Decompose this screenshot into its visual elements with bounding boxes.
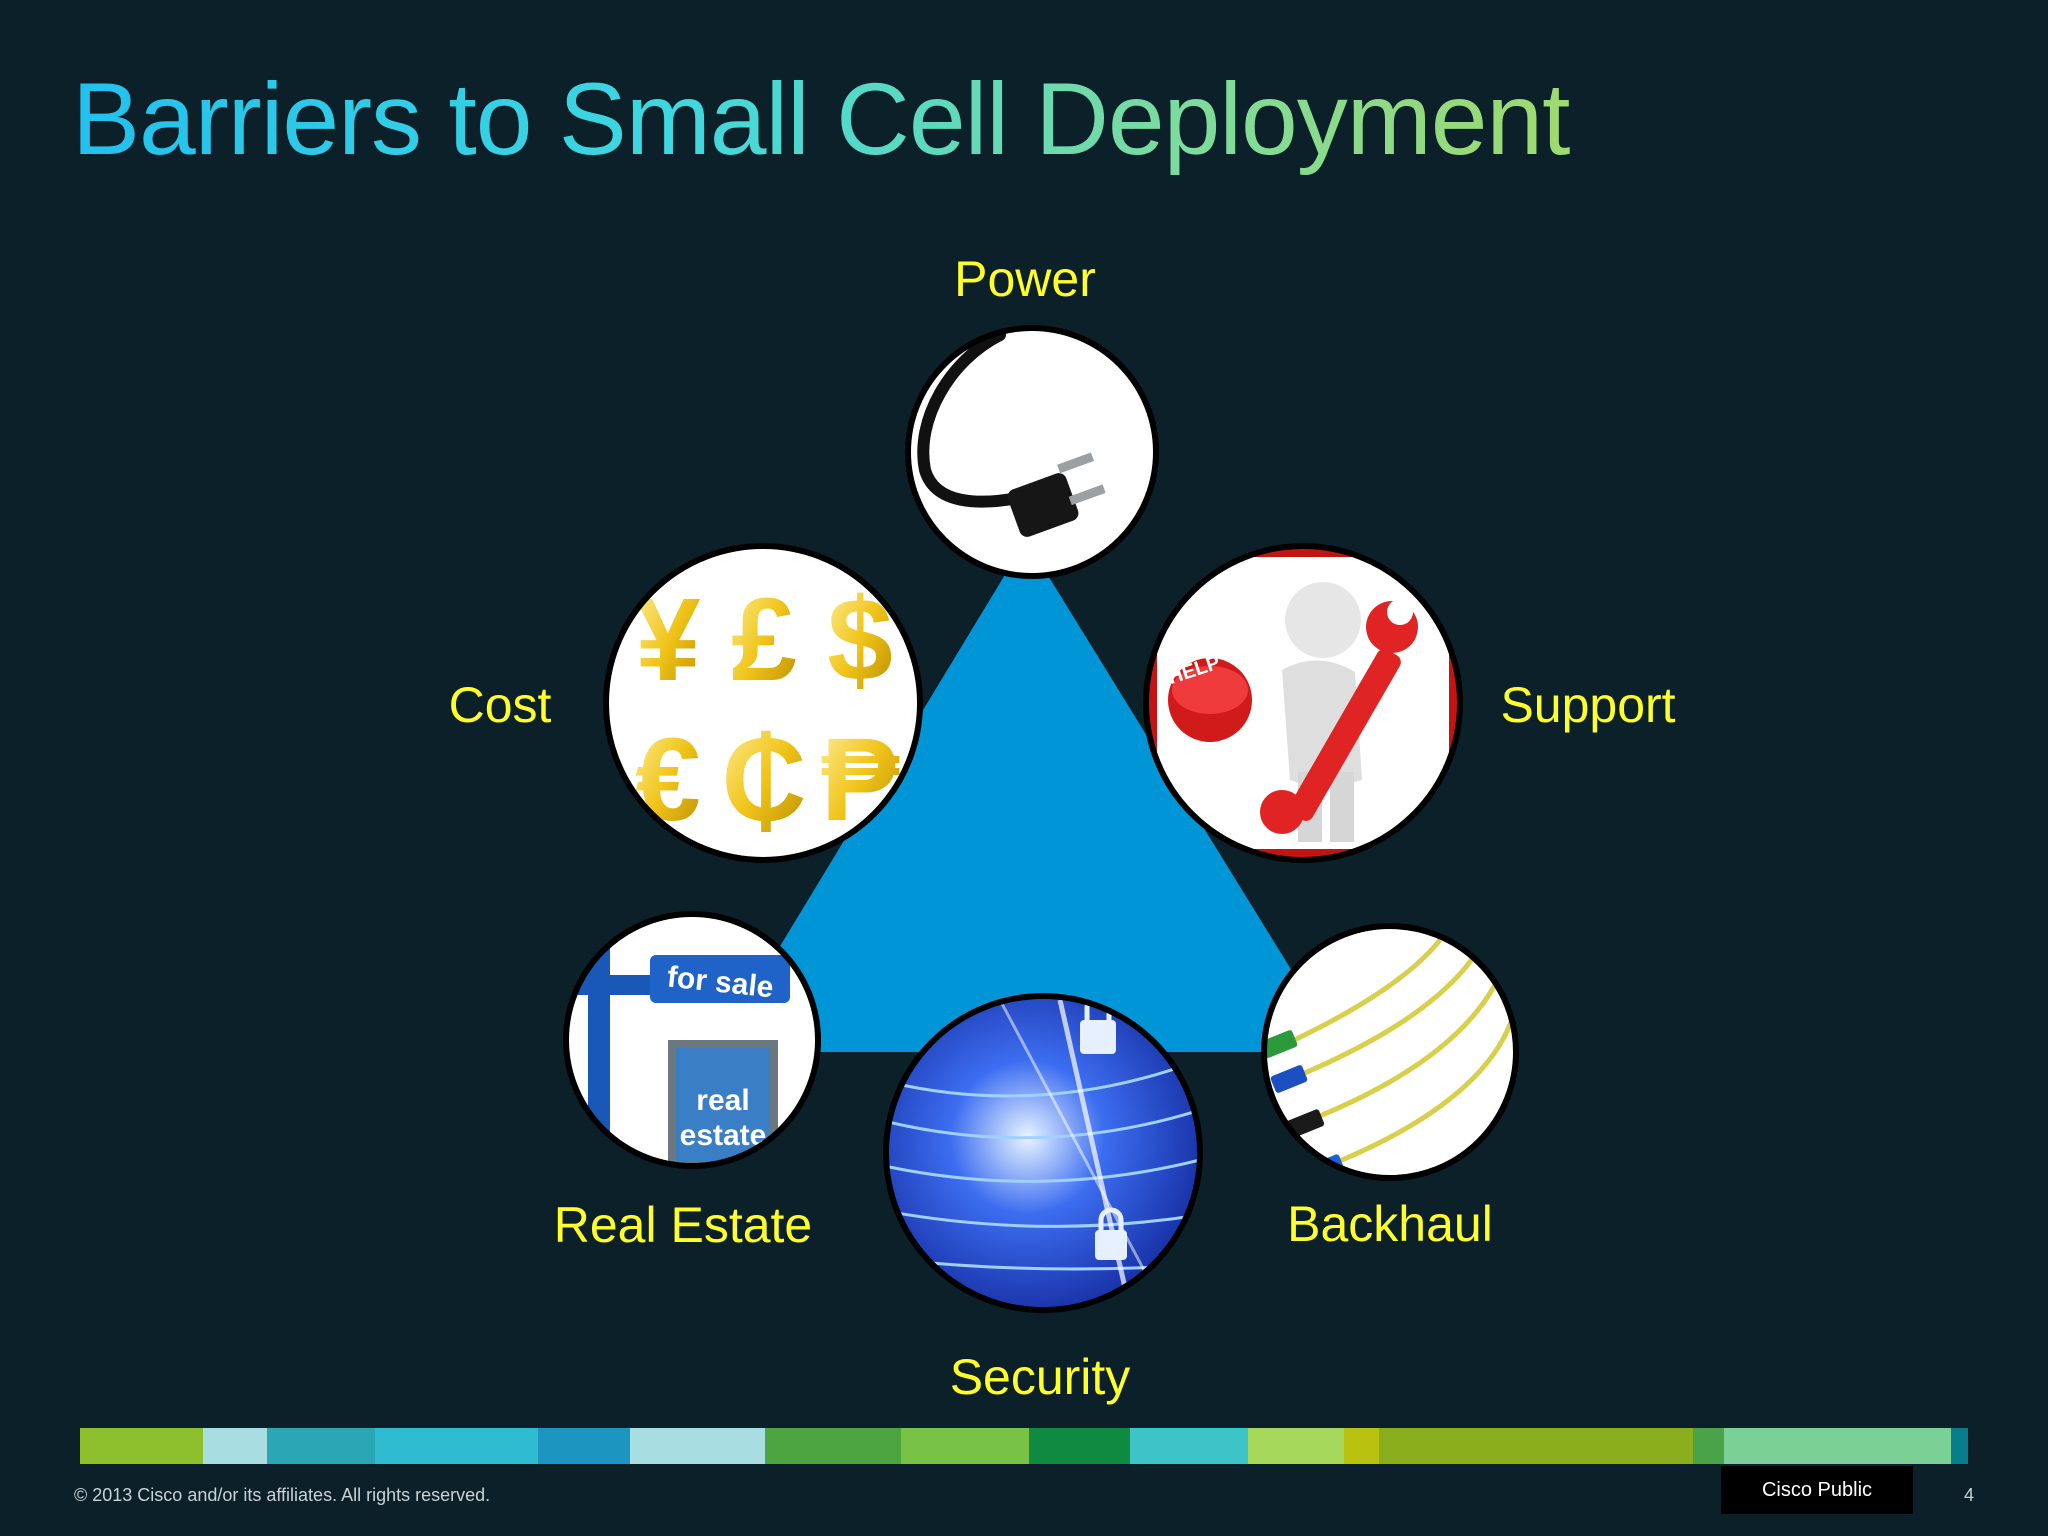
currency-pound-symbol: £ xyxy=(731,574,797,706)
realestate-node: for sale real estate Real Estate xyxy=(554,911,821,1253)
cost-node: ¥ £ $ € ₵ ₱ Cost xyxy=(449,543,923,863)
power-node: Power xyxy=(905,251,1159,579)
barrier-label-real-estate: Real Estate xyxy=(554,1197,812,1253)
for-sale-sign-icon: for sale real estate xyxy=(568,920,790,1166)
color-bar-segment xyxy=(765,1428,901,1464)
color-bar-segment xyxy=(1248,1428,1344,1464)
fiber-optic-cable-icon xyxy=(1264,938,1516,1178)
page-number: 4 xyxy=(1964,1485,1975,1505)
color-bar-segment xyxy=(1029,1428,1130,1464)
currency-cedi-symbol: ₵ xyxy=(721,714,806,846)
color-bar-segment xyxy=(1951,1428,1968,1464)
copyright-notice: © 2013 Cisco and/or its affiliates. All … xyxy=(74,1485,491,1505)
color-bar-segment xyxy=(1344,1428,1379,1464)
color-bar-segment xyxy=(1693,1428,1724,1464)
color-bar-segment xyxy=(538,1428,630,1464)
power-plug-icon xyxy=(917,329,1106,537)
color-bar-segment xyxy=(203,1428,267,1464)
color-bar-segment xyxy=(1379,1428,1693,1464)
currency-yen-symbol: ¥ xyxy=(635,574,701,706)
color-bar-segment xyxy=(901,1428,1029,1464)
color-bar-segment xyxy=(630,1428,765,1464)
footer-color-bar xyxy=(80,1428,1968,1464)
security-node: Security xyxy=(883,993,1203,1405)
support-node: HELP Support xyxy=(1143,543,1676,863)
estate-text: estate xyxy=(680,1119,767,1152)
real-text: real xyxy=(696,1084,749,1117)
barrier-label-security: Security xyxy=(950,1349,1131,1405)
color-bar-segment xyxy=(1724,1428,1951,1464)
barrier-label-support: Support xyxy=(1500,677,1675,733)
backhaul-node: Backhaul xyxy=(1261,923,1519,1252)
barrier-label-power: Power xyxy=(954,251,1096,307)
color-bar-segment xyxy=(1130,1428,1248,1464)
color-bar-segment xyxy=(267,1428,375,1464)
classification-badge: Cisco Public xyxy=(1721,1466,1913,1514)
triangle-shape xyxy=(716,540,1342,1052)
color-bar-segment xyxy=(375,1428,538,1464)
color-bar-segment xyxy=(80,1428,203,1464)
barrier-label-backhaul: Backhaul xyxy=(1287,1196,1493,1252)
currency-dollar-symbol: $ xyxy=(827,574,893,706)
slide-title: Barriers to Small Cell Deployment xyxy=(72,58,1570,180)
barrier-label-cost: Cost xyxy=(449,677,552,733)
